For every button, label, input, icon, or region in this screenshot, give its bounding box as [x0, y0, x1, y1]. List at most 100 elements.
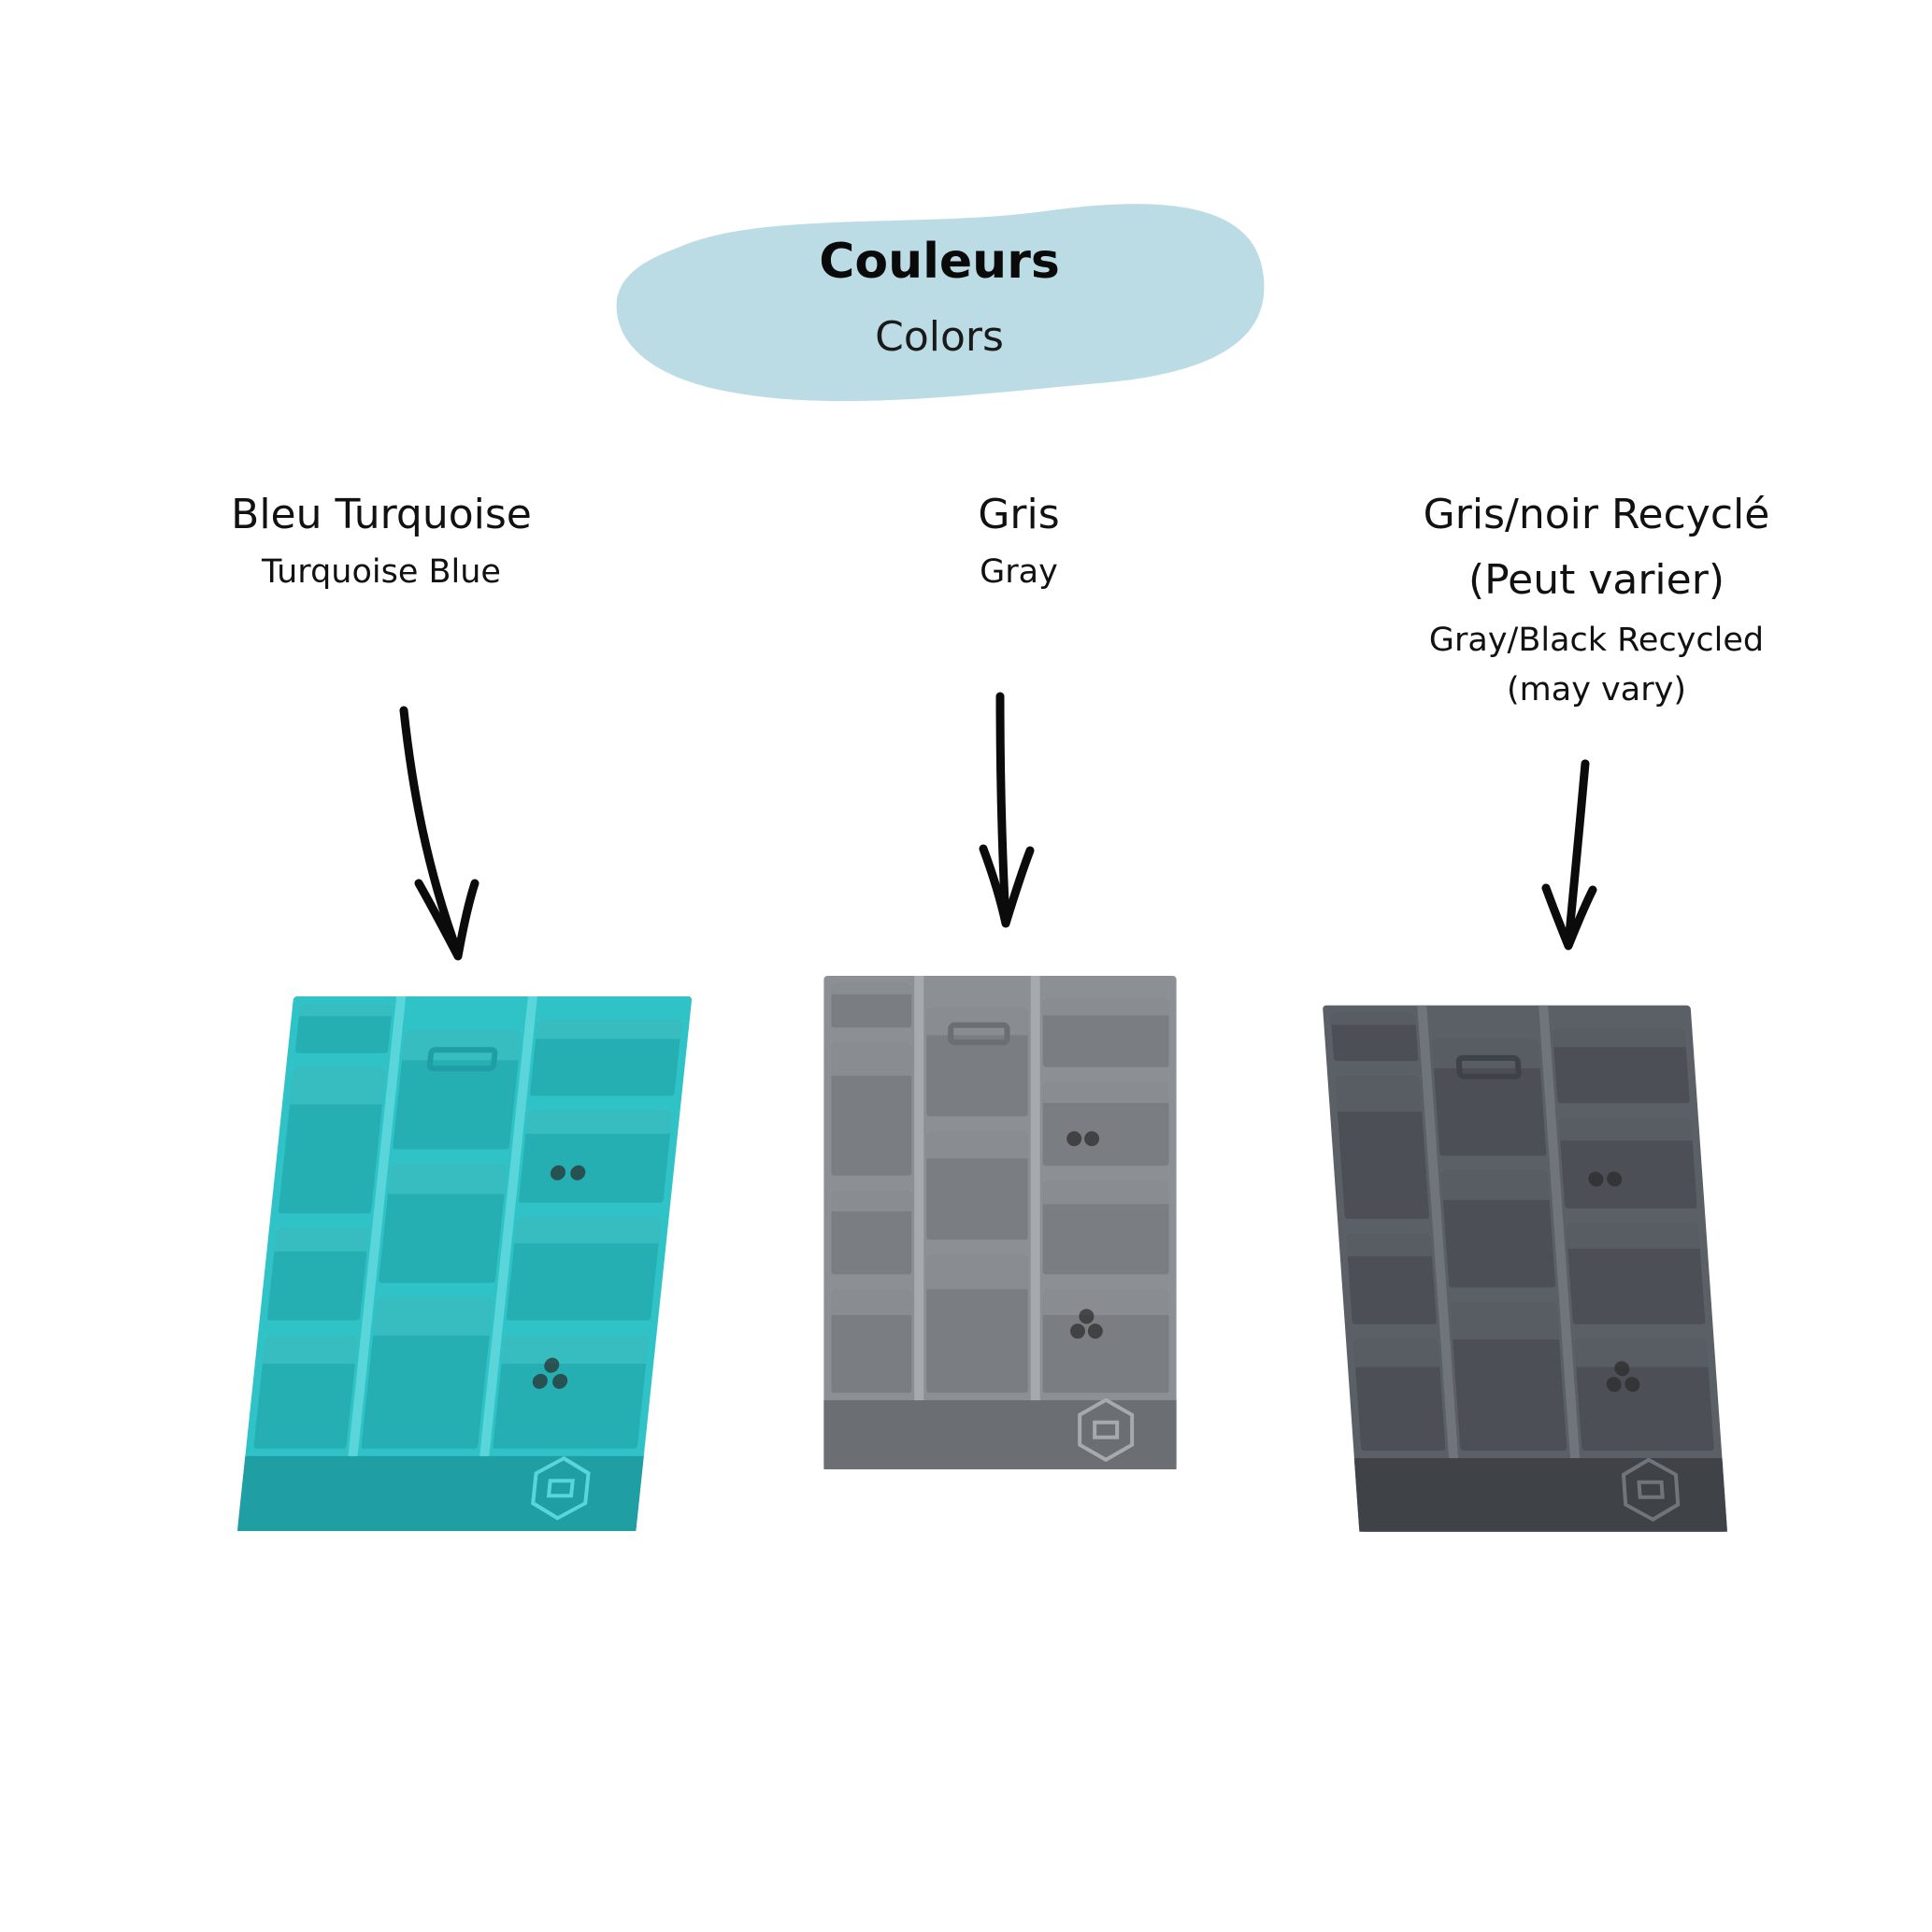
tray-compartment-wall	[926, 1131, 1028, 1159]
dot-hole	[544, 1357, 560, 1373]
tray-compartment	[1553, 1028, 1690, 1104]
brand-logo-icon	[531, 1455, 591, 1521]
swatch-3-name-fr: Gris/noir Recyclé	[1423, 491, 1770, 538]
tray-compartment	[379, 1164, 508, 1283]
tray-compartment	[1042, 997, 1169, 1067]
tray-compartment	[361, 1297, 494, 1449]
tray-compartment	[926, 1254, 1028, 1394]
tray-compartment-wall	[1566, 1223, 1700, 1249]
handle-slot	[426, 1047, 498, 1072]
tray-compartment-wall	[1574, 1338, 1709, 1367]
product-turquoise	[236, 996, 693, 1531]
brand-logo-inner	[546, 1479, 575, 1498]
arrow-down-icon	[979, 692, 1035, 928]
swatch-2-name-fr: Gris	[978, 491, 1060, 538]
tray-compartment-wall	[1042, 997, 1169, 1016]
dot-hole	[1624, 1377, 1640, 1393]
brand-logo-icon	[1078, 1397, 1135, 1463]
dot-hole	[550, 1165, 566, 1181]
tray-body	[823, 976, 1177, 1469]
tray-compartment	[506, 1217, 662, 1321]
dot-hole	[1079, 1309, 1095, 1324]
tray-compartment-wall	[525, 1110, 673, 1134]
tray-compartment-wall	[831, 1190, 912, 1212]
tray-compartment-wall	[274, 1228, 370, 1252]
brand-logo-inner	[1093, 1420, 1120, 1439]
tray-compartment	[393, 1030, 522, 1150]
header-blob	[616, 204, 1265, 402]
tray-compartment-wall	[926, 1008, 1028, 1036]
tray-compartment-wall	[1042, 1181, 1169, 1205]
tray-compartment-wall	[1352, 1338, 1440, 1367]
tray-compartment	[530, 1020, 682, 1096]
tray-compartment-wall	[289, 1067, 387, 1105]
dot-hole	[1087, 1324, 1103, 1339]
arrow-down-icon	[399, 706, 479, 961]
handle-slot	[1455, 1054, 1522, 1080]
tray-compartment	[266, 1228, 369, 1321]
tray-compartment-wall	[926, 1254, 1028, 1290]
tray-compartment	[294, 1004, 394, 1053]
dot-hole	[1084, 1131, 1100, 1147]
tray-compartment	[831, 983, 912, 1028]
tray-compartment	[831, 1289, 912, 1394]
tray-body	[236, 996, 693, 1531]
brand-logo-inner	[1637, 1480, 1665, 1499]
page-title: Couleurs	[819, 234, 1060, 290]
tray-compartment-wall	[1346, 1234, 1433, 1257]
brand-logo-icon	[1621, 1457, 1681, 1523]
dot-hole	[1069, 1324, 1085, 1339]
tray-compartment-wall	[1431, 1038, 1540, 1068]
tray-compartment	[1353, 1338, 1446, 1451]
tray-compartment-wall	[1335, 1076, 1423, 1112]
tray-compartment-wall	[1450, 1302, 1560, 1340]
tray-compartment	[1440, 1170, 1556, 1288]
tray-compartment-wall	[514, 1217, 662, 1244]
tray-compartment-wall	[831, 1289, 912, 1316]
swatch-1-name-en: Turquoise Blue	[262, 553, 501, 591]
tray-divider	[1417, 1005, 1459, 1458]
tray-compartment-wall	[831, 1042, 912, 1076]
dot-hole	[570, 1165, 586, 1181]
tray-compartment	[1346, 1234, 1437, 1324]
tray-compartment	[278, 1067, 386, 1214]
tray-divider	[1538, 1005, 1581, 1458]
tray-compartment-wall	[298, 1004, 394, 1017]
tray-compartment	[831, 1042, 912, 1176]
tray-compartment	[1566, 1223, 1706, 1324]
tray-compartment-wall	[831, 983, 912, 995]
swatch-3-name-en-note: (may vary)	[1507, 671, 1686, 708]
tray-compartment	[1330, 1012, 1419, 1062]
tray-compartment-wall	[1042, 1081, 1169, 1103]
tray-compartment-wall	[402, 1030, 522, 1061]
tray-compartment-wall	[501, 1335, 650, 1364]
arrow-down-icon	[1541, 759, 1597, 951]
tray-compartment-wall	[262, 1335, 359, 1364]
handle-slot	[948, 1022, 1010, 1046]
tray-compartment-wall	[387, 1164, 508, 1195]
tray-compartment	[1042, 1289, 1169, 1394]
dot-hole	[1588, 1171, 1604, 1187]
tray-compartment	[1574, 1338, 1714, 1451]
tray-compartment-wall	[1440, 1170, 1550, 1200]
tray-compartment	[493, 1335, 650, 1449]
product-gray	[823, 976, 1177, 1469]
dot-hole	[1066, 1131, 1082, 1147]
dot-hole	[1614, 1361, 1630, 1377]
tray-compartment-wall	[1330, 1012, 1416, 1025]
tray-compartment	[831, 1190, 912, 1275]
tray-compartment-wall	[1552, 1028, 1686, 1048]
tray-compartment-wall	[536, 1020, 682, 1039]
dot-hole	[532, 1373, 548, 1389]
tray-divider	[1030, 976, 1040, 1401]
tray-front-face	[1353, 1457, 1727, 1532]
swatch-3-name-fr-note: (Peut varier)	[1468, 556, 1724, 604]
swatch-3-name-en: Gray/Black Recycled	[1428, 622, 1765, 659]
dot-hole	[1607, 1171, 1623, 1187]
tray-divider	[914, 976, 924, 1401]
tray-front-face	[236, 1455, 644, 1531]
tray-compartment-wall	[1042, 1289, 1169, 1316]
tray-compartment-wall	[373, 1297, 494, 1336]
dot-hole	[1606, 1377, 1622, 1393]
tray-compartment	[926, 1131, 1028, 1240]
